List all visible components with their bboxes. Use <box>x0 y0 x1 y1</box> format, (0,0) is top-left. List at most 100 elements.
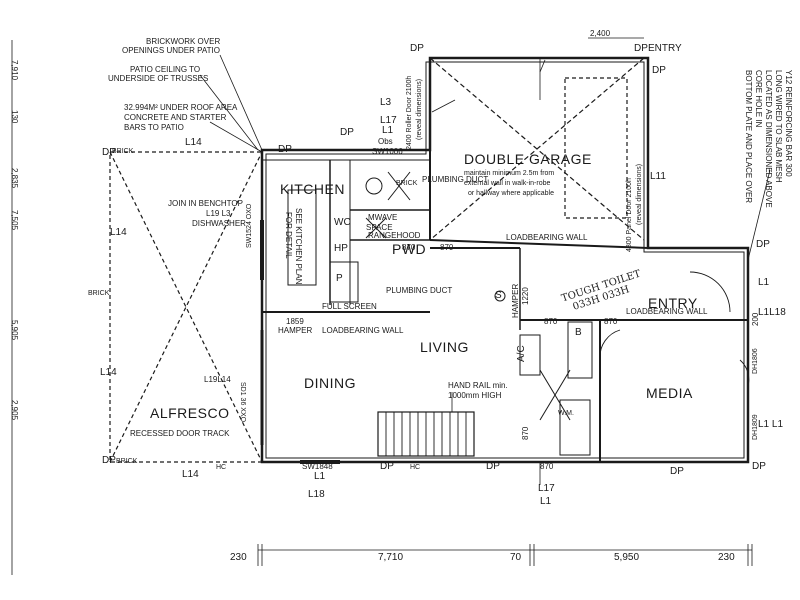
dim-7710: 7,710 <box>378 552 404 563</box>
margin-dim: 2,905 <box>10 400 19 421</box>
pantry-box <box>329 261 359 303</box>
dim-870: 870 <box>604 317 618 326</box>
note-hamper: HAMPER <box>278 326 313 335</box>
note-mwave-2: SPACE <box>366 223 393 232</box>
entry-top-label: ENTRY <box>648 43 682 54</box>
dp-marker: DP <box>410 43 424 54</box>
note-plumbing-duct-2: PLUMBING DUCT <box>422 175 489 184</box>
label-sw-left: SW1524 OXO <box>246 203 253 248</box>
dp-marker: DP <box>340 127 354 138</box>
level-l14: L14 <box>182 469 199 480</box>
note-brickwork: BRICKWORK OVER <box>146 37 221 46</box>
level-l1-right: L1 <box>758 277 770 288</box>
dp-marker: DP <box>670 466 684 477</box>
label-obs: Obs <box>378 137 393 146</box>
dim-870: 870 <box>521 426 530 440</box>
label-hc: HC <box>216 464 227 471</box>
note-loadbearing-2: LOADBEARING WALL <box>506 233 588 242</box>
dim-870: 870 <box>540 462 554 471</box>
margin-dim: 2,835 <box>10 168 19 189</box>
panel-door-note-2: (reveal dimensions) <box>636 163 643 225</box>
ac-cupboard <box>519 334 541 376</box>
dim-870: 870 <box>440 243 454 252</box>
dim-ticks <box>257 544 753 566</box>
level-l17-bot: L17 <box>538 483 555 494</box>
level-l1-bot: L1 <box>540 496 552 507</box>
note-handrail-1: HAND RAIL min. <box>448 381 508 390</box>
note-loadbearing-1: LOADBEARING WALL <box>322 326 404 335</box>
panel-door-note: 4800 Panel Door 2100h <box>626 178 633 252</box>
dp-marker: DP <box>102 147 116 158</box>
label-brick: BRICK <box>88 290 110 297</box>
level-l14: L14 <box>100 367 117 378</box>
label-hp: HP <box>334 243 348 254</box>
note-reinforcing-4: CORE HOLE IN <box>754 70 763 128</box>
margin-dim: 7,910 <box>10 60 19 81</box>
stair-treads <box>385 412 467 456</box>
label-b: B <box>575 327 582 338</box>
alfresco-diagonal-a <box>109 151 263 463</box>
room-media: MEDIA <box>646 385 693 401</box>
label-hamper-v-num: 1220 <box>521 287 530 305</box>
note-full-screen: FULL SCREEN <box>322 302 377 311</box>
level-l17: L17 <box>380 115 397 126</box>
note-reinforcing-1: Y12 REINFORCING BAR 300 <box>784 70 793 177</box>
dim-870: 870 <box>402 243 416 252</box>
margin-dim: 5,905 <box>10 320 19 341</box>
label-brick: BRICK <box>396 180 418 187</box>
level-l1: L1 <box>382 125 394 136</box>
label-1859: 1859 <box>286 317 304 326</box>
dp-marker: DP <box>634 43 648 54</box>
label-brick: BRICK <box>112 148 134 155</box>
garage-note-1: maintain minimum 2.5m from <box>464 170 555 177</box>
label-sw1848: SW1848 <box>302 462 333 471</box>
dim-230-left: 230 <box>230 552 247 563</box>
laundry-cross-b <box>539 369 571 421</box>
note-under-roof-2: CONCRETE AND STARTER <box>124 113 227 122</box>
note-reinforcing-2: LONG WIRED TO SLAB MESH <box>774 70 783 183</box>
wc-fixture <box>365 177 383 195</box>
room-dining: DINING <box>304 375 356 391</box>
note-rangehood: RANGEHOOD <box>368 231 421 240</box>
note-see-kitchen-2: FOR DETAIL <box>284 212 293 259</box>
level-l11: L11 <box>650 171 666 182</box>
note-see-kitchen-1: SEE KITCHEN PLAN <box>294 208 303 285</box>
label-dh1806: DH1806 <box>752 348 759 374</box>
room-entry: ENTRY <box>648 295 698 311</box>
margin-dim: 7,505 <box>10 210 19 231</box>
dim-5950: 5,950 <box>614 552 640 563</box>
dp-marker: DP <box>752 461 766 472</box>
hall-cupboard <box>567 321 593 379</box>
note-dishwasher: DISHWASHER <box>192 219 246 228</box>
house-outer-wall <box>260 56 750 464</box>
note-recessed: RECESSED DOOR TRACK <box>130 429 230 438</box>
label-l19-l3: L19 L3 <box>206 209 231 218</box>
media-door-swing <box>599 329 621 359</box>
room-living: LIVING <box>420 339 469 355</box>
note-underside: UNDERSIDE OF TRUSSES <box>108 74 209 83</box>
room-kitchen: KITCHEN <box>280 181 345 197</box>
dp-marker: DP <box>756 239 770 250</box>
roller-door-note: 2400 Roller Door 2100h <box>406 75 413 150</box>
note-reinforcing-3: LOCATED AS DIMENSIONED ABOVE <box>764 70 773 208</box>
label-sd: SD1 36 XXO <box>239 382 246 423</box>
side-door-swing <box>739 359 750 387</box>
room-pwd: PWD <box>392 241 427 257</box>
note-loadbearing-3: LOADBEARING WALL <box>626 307 708 316</box>
level-l1-mid: L1 <box>314 471 326 482</box>
alfresco-diagonal-b <box>109 151 263 463</box>
label-ac: A/C <box>516 345 527 362</box>
smoke-detector-circle <box>494 290 506 302</box>
room-wc: WC <box>334 217 351 228</box>
garage-diagonal-b <box>429 57 645 241</box>
level-l3: L3 <box>380 97 392 108</box>
level-l18: L18 <box>308 489 325 500</box>
dp-marker: DP <box>102 455 116 466</box>
label-s: S <box>495 290 502 301</box>
dim-70: 70 <box>510 552 522 563</box>
label-p: P <box>336 273 343 284</box>
level-l14: L14 <box>185 137 202 148</box>
dim-870: 870 <box>544 317 558 326</box>
